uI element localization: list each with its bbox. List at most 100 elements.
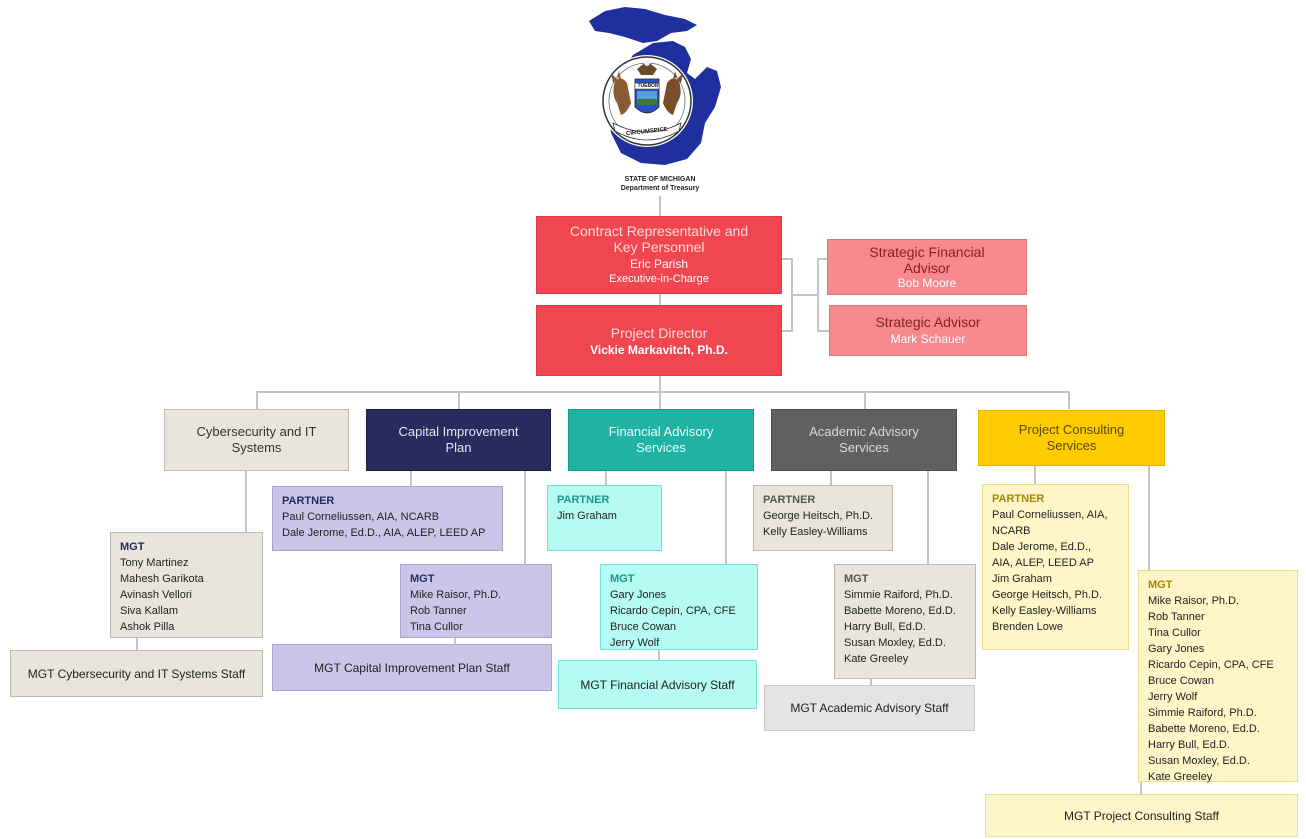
connector <box>136 638 138 650</box>
list-item: NCARB <box>992 525 1031 537</box>
financial-partner-box: PARTNER Jim Graham <box>547 485 662 551</box>
connector <box>927 471 929 564</box>
list-item: Paul Corneliussen, AIA, <box>992 509 1108 521</box>
academic-staff-box: MGT Academic Advisory Staff <box>764 685 975 731</box>
list-item: Avinash Vellori <box>120 589 192 601</box>
mgt-label: MGT <box>610 573 635 585</box>
academic-partner-box: PARTNER George Heitsch, Ph.D. Kelly Easl… <box>753 485 893 551</box>
connector <box>725 471 727 564</box>
michigan-logo: TUEBOR CIRCUMSPICE <box>575 3 745 171</box>
connector <box>781 258 793 260</box>
sfa-title: Strategic Financial Advisor <box>869 243 985 276</box>
connector <box>458 391 460 409</box>
connector <box>605 471 607 485</box>
mgt-label: MGT <box>1148 579 1173 591</box>
list-item: Tina Cullor <box>1148 627 1201 639</box>
list-item: Paul Corneliussen, AIA, NCARB <box>282 511 440 523</box>
list-item: Kelly Easley-Williams <box>763 526 868 538</box>
list-item: Simmie Raiford, Ph.D. <box>844 589 953 601</box>
list-item: Harry Bull, Ed.D. <box>844 621 926 633</box>
list-item: Siva Kallam <box>120 605 179 617</box>
list-item: Gary Jones <box>610 589 667 601</box>
director-name: Vickie Markavitch, Ph.D. <box>590 342 728 357</box>
dept-title: Financial Advisory Services <box>608 424 714 455</box>
list-item: Kate Greeley <box>844 653 909 665</box>
list-item: George Heitsch, Ph.D. <box>992 589 1103 601</box>
dept-academic-advisory: Academic Advisory Services <box>771 409 957 471</box>
connector <box>864 391 866 409</box>
list-item: Ashok Pilla <box>120 621 175 633</box>
dept-title: Cybersecurity and IT Systems <box>196 424 317 455</box>
connector <box>870 679 872 685</box>
consulting-staff-box: MGT Project Consulting Staff <box>985 794 1298 837</box>
connector <box>1148 466 1150 570</box>
connector <box>830 471 832 485</box>
connector <box>410 471 412 486</box>
list-item: Tony Martinez <box>120 557 189 569</box>
list-item: Rob Tanner <box>410 605 467 617</box>
connector <box>1068 391 1070 409</box>
partner-label: PARTNER <box>557 494 610 506</box>
connector <box>817 330 829 332</box>
state-name: STATE OF MICHIGAN <box>624 176 696 183</box>
strategic-financial-advisor-box: Strategic Financial Advisor Bob Moore <box>827 239 1027 295</box>
list-item: AIA, ALEP, LEED AP <box>992 557 1094 569</box>
list-item: Jerry Wolf <box>610 637 660 649</box>
partner-label: PARTNER <box>763 494 816 506</box>
sa-name: Mark Schauer <box>890 332 966 346</box>
connector <box>659 196 661 216</box>
list-item: Gary Jones <box>1148 643 1205 655</box>
department-name: Department of Treasury <box>620 185 700 192</box>
list-item: George Heitsch, Ph.D. <box>763 510 874 522</box>
mgt-label: MGT <box>844 573 869 585</box>
connector <box>659 391 661 409</box>
financial-staff-box: MGT Financial Advisory Staff <box>558 660 757 709</box>
staff-label: MGT Cybersecurity and IT Systems Staff <box>27 666 246 681</box>
connector <box>1140 782 1142 794</box>
connector <box>817 258 827 260</box>
capital-mgt-box: MGT Mike Raisor, Ph.D. Rob Tanner Tina C… <box>400 564 552 638</box>
dept-title: Capital Improvement Plan <box>398 424 519 455</box>
list-item: Ricardo Cepin, CPA, CFE <box>1148 659 1274 671</box>
exec-name: Eric Parish <box>629 257 688 271</box>
connector <box>817 258 819 332</box>
dept-title: Project Consulting Services <box>1018 422 1125 453</box>
org-header: STATE OF MICHIGAN Department of Treasury <box>560 173 760 195</box>
cyber-staff-box: MGT Cybersecurity and IT Systems Staff <box>10 650 263 697</box>
partner-label: PARTNER <box>992 493 1045 505</box>
list-item: Rob Tanner <box>1148 611 1205 623</box>
academic-mgt-box: MGT Simmie Raiford, Ph.D. Babette Moreno… <box>834 564 976 679</box>
strategic-advisor-box: Strategic Advisor Mark Schauer <box>829 305 1027 356</box>
dept-title: Academic Advisory Services <box>809 424 919 455</box>
dept-capital-improvement: Capital Improvement Plan <box>366 409 551 471</box>
list-item: Mike Raisor, Ph.D. <box>1148 595 1240 607</box>
connector <box>245 471 247 532</box>
list-item: Dale Jerome, Ed.D., AIA, ALEP, LEED AP <box>282 527 486 539</box>
dept-project-consulting: Project Consulting Services <box>978 410 1165 466</box>
cyber-mgt-box: MGT Tony Martinez Mahesh Garikota Avinas… <box>110 532 263 638</box>
capital-staff-box: MGT Capital Improvement Plan Staff <box>272 644 552 691</box>
consulting-mgt-box: MGT Mike Raisor, Ph.D. Rob Tanner Tina C… <box>1138 570 1298 783</box>
list-item: Jerry Wolf <box>1148 691 1198 703</box>
connector <box>256 391 258 409</box>
sa-title: Strategic Advisor <box>875 314 981 330</box>
list-item: Jim Graham <box>557 510 617 522</box>
connector <box>659 293 661 305</box>
staff-label: MGT Academic Advisory Staff <box>790 701 949 715</box>
list-item: Dale Jerome, Ed.D., <box>992 541 1092 553</box>
connector <box>791 294 819 296</box>
connector <box>454 638 456 644</box>
list-item: Tina Cullor <box>410 621 463 633</box>
connector <box>524 471 526 564</box>
list-item: Harry Bull, Ed.D. <box>1148 739 1230 751</box>
list-item: Susan Moxley, Ed.D. <box>1148 755 1250 767</box>
list-item: Kate Greeley <box>1148 771 1213 783</box>
capital-partner-box: PARTNER Paul Corneliussen, AIA, NCARB Da… <box>272 486 503 551</box>
exec-role: Executive-in-Charge <box>609 273 709 285</box>
connector <box>256 391 1070 393</box>
director-box: Project Director Vickie Markavitch, Ph.D… <box>536 305 782 376</box>
list-item: Simmie Raiford, Ph.D. <box>1148 707 1257 719</box>
sfa-name: Bob Moore <box>897 275 957 290</box>
list-item: Bruce Cowan <box>610 621 677 633</box>
list-item: Susan Moxley, Ed.D. <box>844 637 946 649</box>
